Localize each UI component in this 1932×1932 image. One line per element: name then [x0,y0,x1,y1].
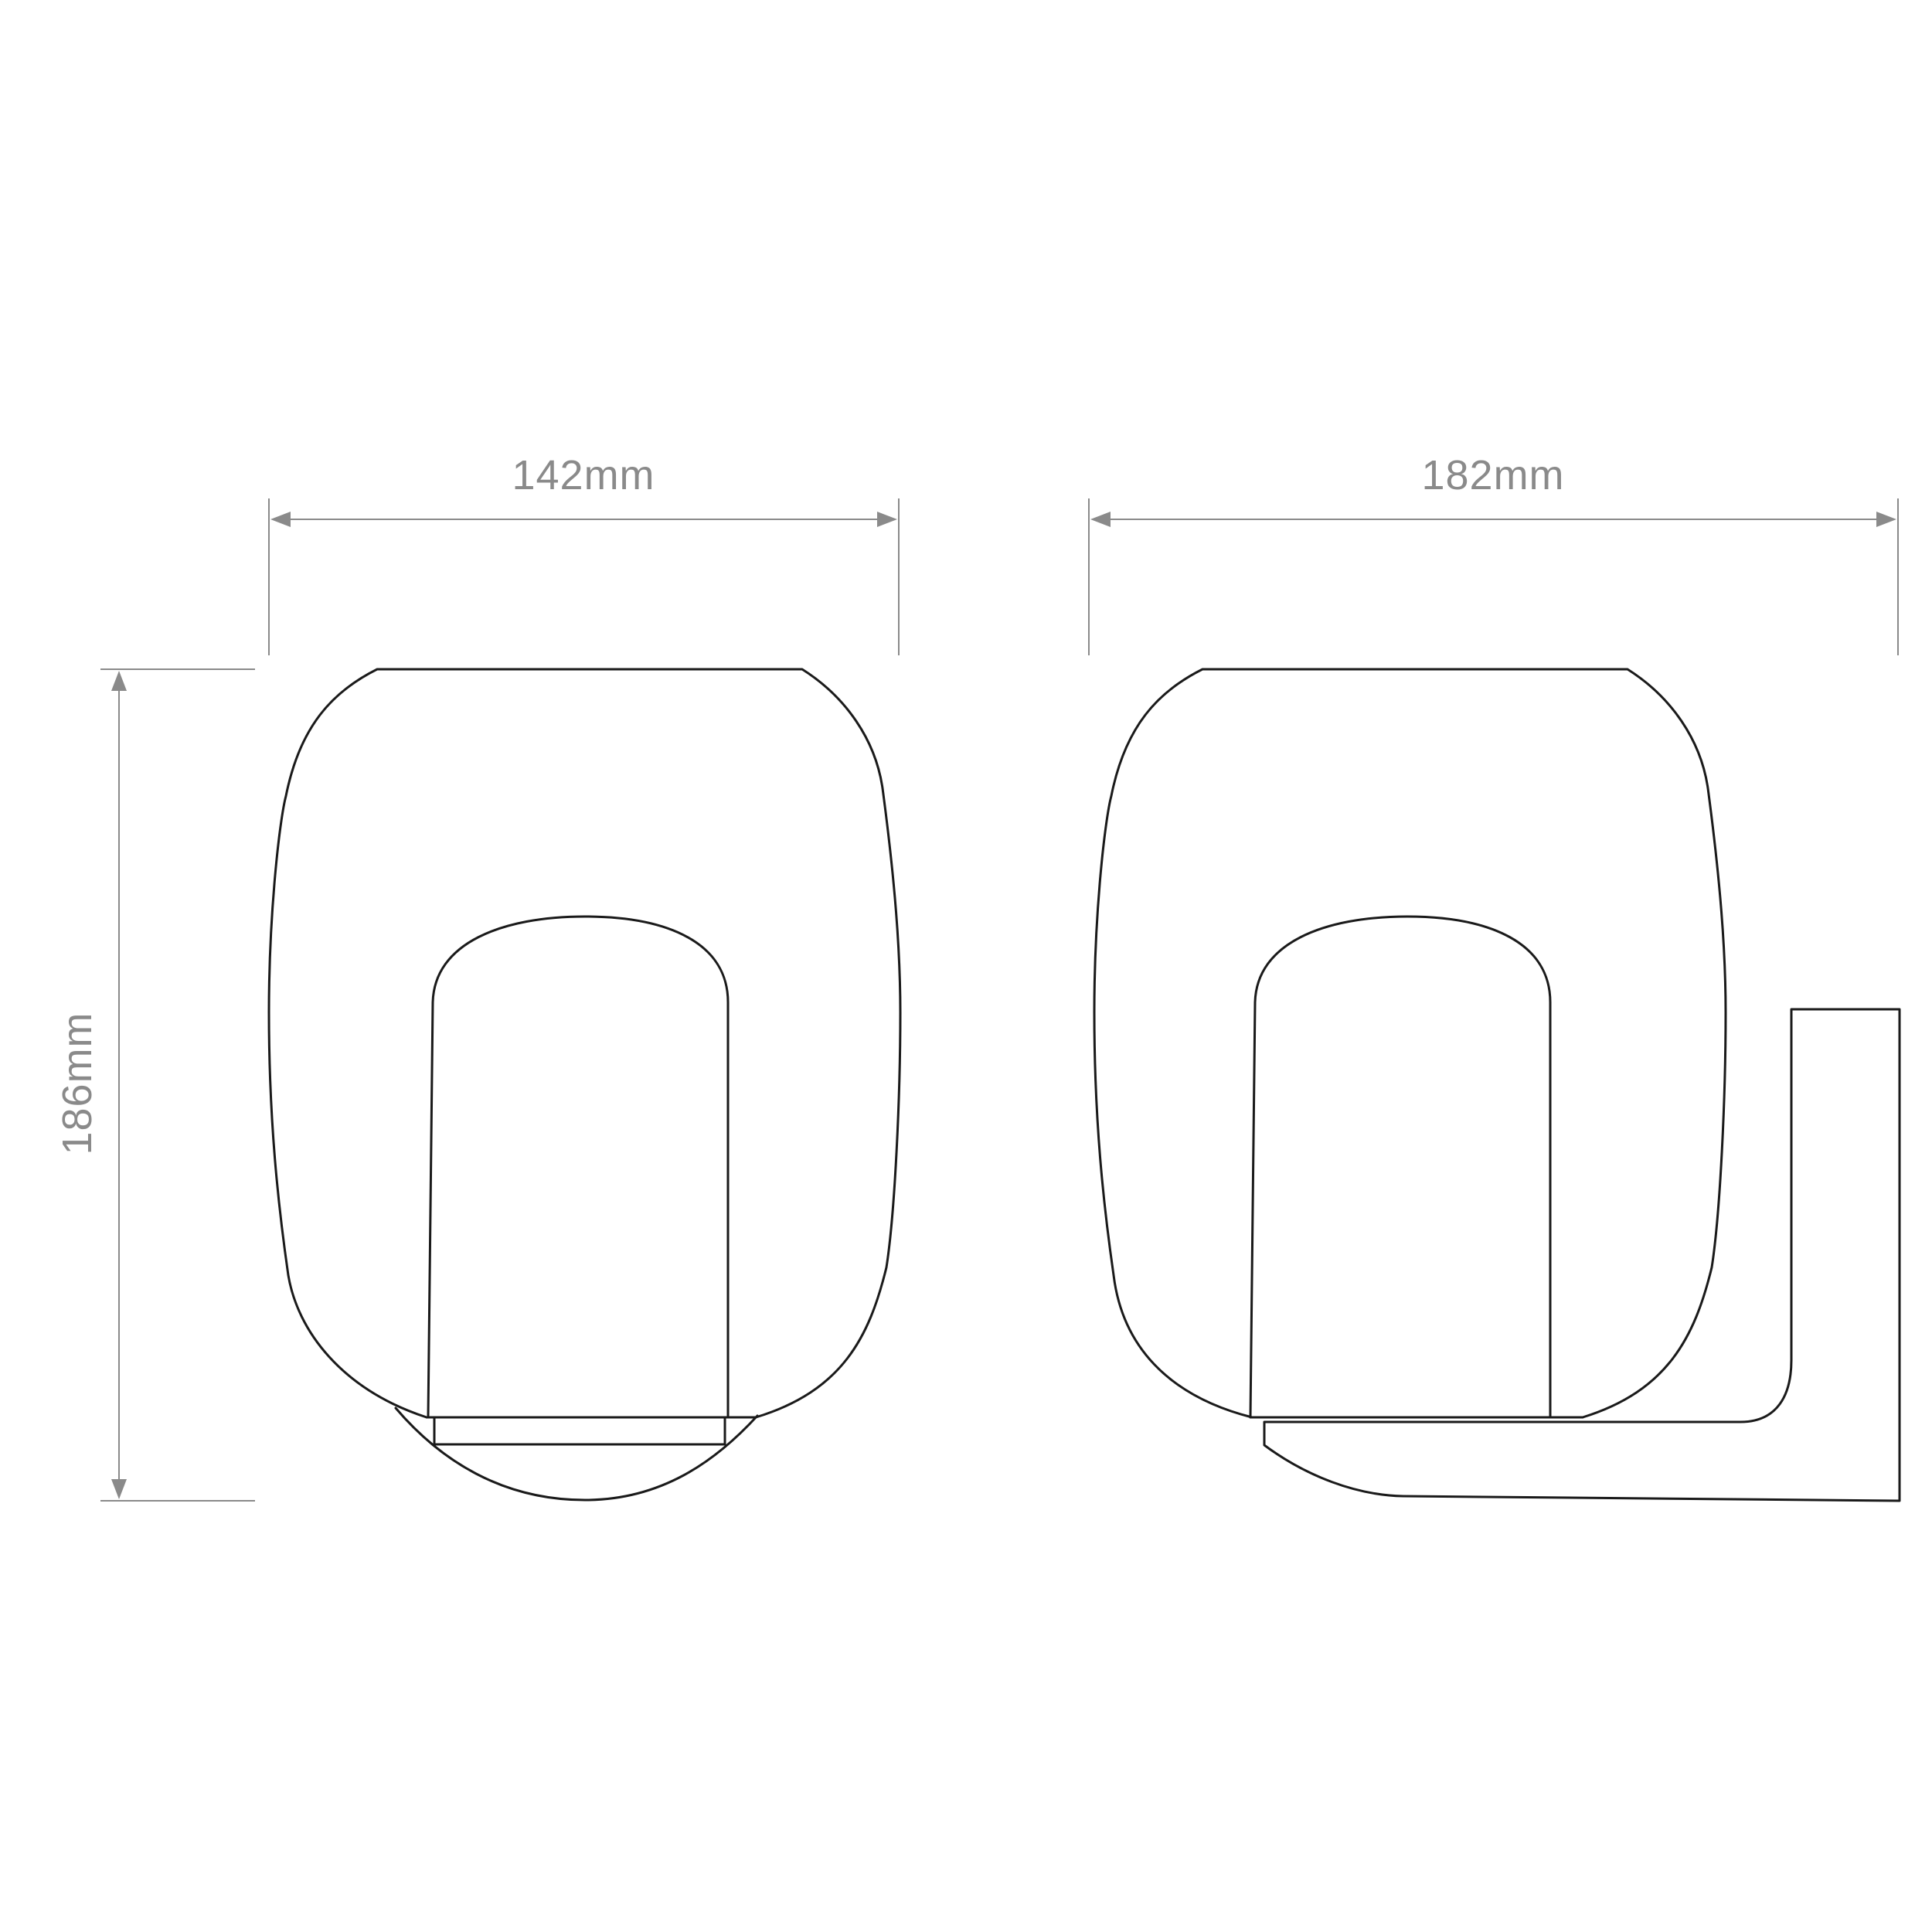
front-width-label: 142mm [512,452,655,498]
side-inner-holder [1249,915,1552,1419]
height-label: 186mm [54,1012,100,1155]
side-width-label: 182mm [1421,452,1564,498]
height-arrow-top [111,671,127,691]
side-view [1093,668,1901,1502]
side-width-arrow-left [1090,512,1111,527]
front-width-arrow-right [877,512,897,527]
side-width-dimension: 182mm [1088,452,1899,655]
height-arrow-bottom [111,1479,127,1499]
front-width-dimension: 142mm [268,452,900,655]
front-holder-ring [433,1416,726,1446]
side-width-arrow-right [1876,512,1896,527]
front-view [267,668,902,1502]
height-dimension: 186mm [54,668,255,1502]
front-inner-holder [427,915,730,1419]
front-width-arrow-left [270,512,291,527]
front-backplate [394,1406,759,1502]
front-shade-outline [267,668,902,1419]
side-shade-outline [1093,668,1727,1419]
side-wall-bracket [1263,1008,1901,1502]
